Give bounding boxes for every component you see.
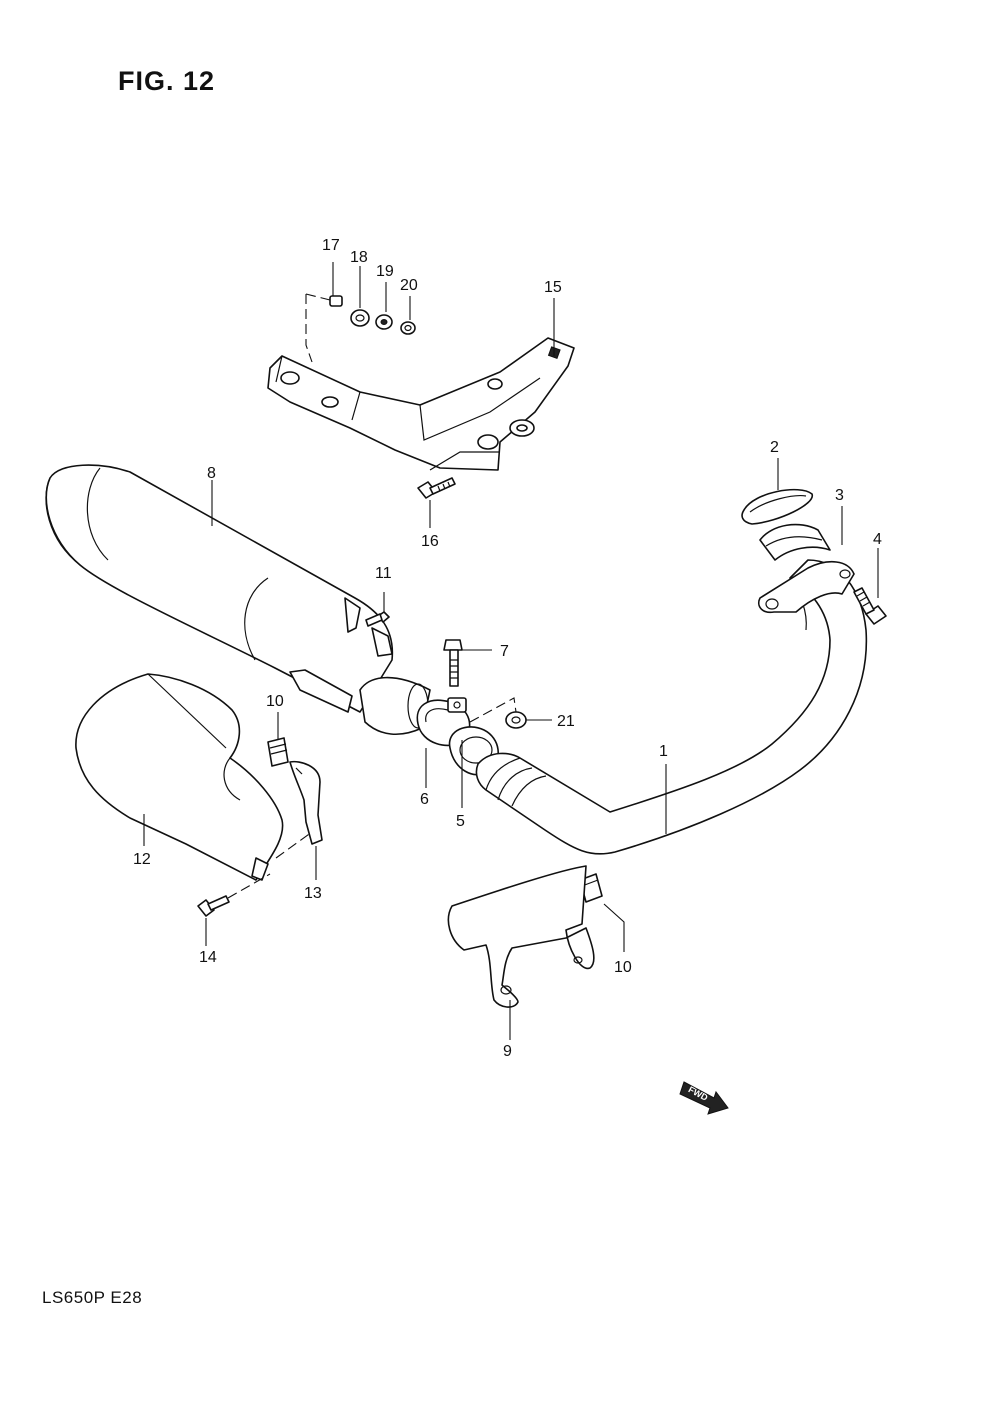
model-code: LS650P E28 [42, 1288, 143, 1307]
callout-3: 3 [835, 487, 844, 504]
muffler [45, 464, 431, 736]
nut-part-20 [400, 321, 416, 335]
bolt-part-14 [197, 831, 313, 917]
leader-lines [143, 262, 879, 1040]
callout-19: 19 [376, 263, 394, 280]
callout-7: 7 [500, 643, 509, 660]
callout-16: 16 [421, 533, 439, 550]
screw-part-11 [365, 611, 390, 627]
grommet-part-18 [350, 309, 370, 327]
callout-10-left: 10 [266, 693, 284, 710]
callout-9: 9 [503, 1043, 512, 1060]
clamp-bracket-part-13 [289, 760, 323, 845]
callout-5: 5 [456, 813, 465, 830]
callout-17: 17 [322, 237, 340, 254]
callout-12: 12 [133, 851, 151, 868]
figure-title: FIG. 12 [118, 66, 216, 96]
callout-1: 1 [659, 743, 668, 760]
nut-part-21 [469, 697, 527, 729]
collar-part-17 [329, 295, 343, 307]
bolt-part-4 [853, 587, 887, 625]
bolt-part-16 [417, 477, 456, 499]
callout-18: 18 [350, 249, 368, 266]
bolt-part-7 [443, 639, 463, 687]
callout-6: 6 [420, 791, 429, 808]
muffler-bracket [267, 337, 575, 471]
exhaust-pipe [475, 559, 868, 855]
callout-13: 13 [304, 885, 322, 902]
callout-8: 8 [207, 465, 216, 482]
callout-numbers: 1 2 3 4 5 6 7 8 9 10 10 11 12 13 14 15 1… [133, 237, 882, 1060]
rear-heat-shield [75, 673, 284, 881]
gasket-part-2 [741, 488, 813, 525]
callout-14: 14 [199, 949, 217, 966]
front-heat-shield [447, 865, 595, 1008]
callout-15: 15 [544, 279, 562, 296]
callout-21: 21 [557, 713, 575, 730]
callout-10-right: 10 [614, 959, 632, 976]
callout-20: 20 [400, 277, 418, 294]
forward-arrow-icon: FWD [679, 1081, 729, 1115]
callout-4: 4 [873, 531, 882, 548]
exhaust-flange-part-3 [758, 523, 855, 614]
pad-part-10-left [267, 737, 289, 767]
callout-2: 2 [770, 439, 779, 456]
bracket-hardware [305, 293, 416, 363]
callout-11: 11 [375, 565, 392, 582]
